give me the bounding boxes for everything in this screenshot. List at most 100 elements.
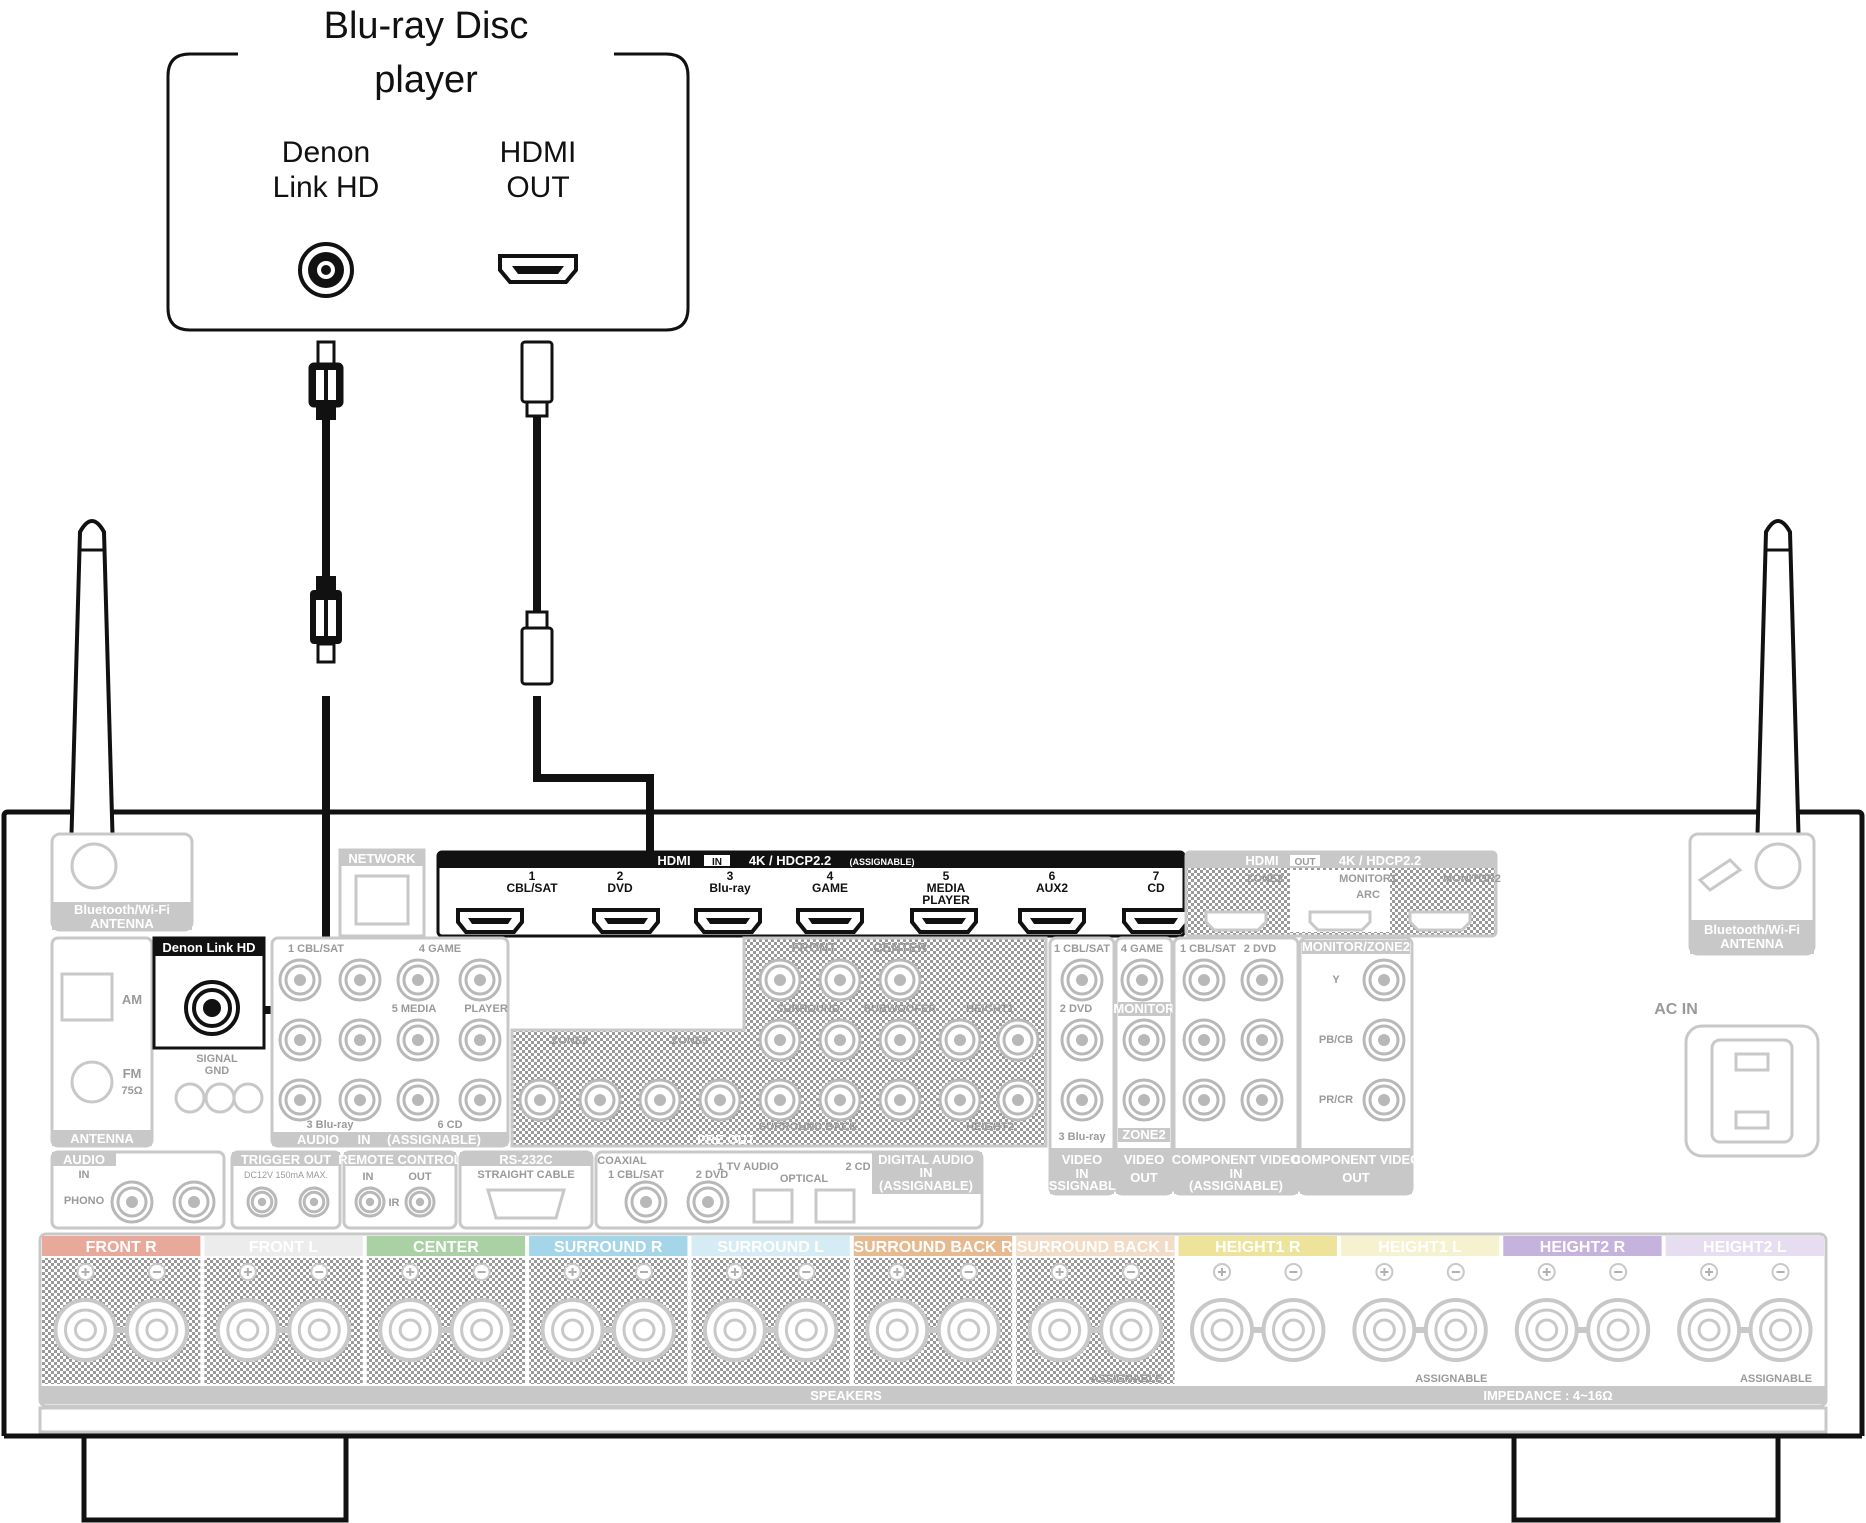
pre-out-rca-jack-icon xyxy=(996,1018,1040,1062)
audio-cd-label: 6 CD xyxy=(437,1119,462,1131)
bt-antenna-left-block: Bluetooth/Wi-Fi ANTENNA xyxy=(50,832,194,932)
component-video-block: 1 CBL/SAT 2 DVD MONITOR/ZONE2 Y PB/CB PR… xyxy=(1172,936,1421,1196)
speaker-plus-terminal-icon xyxy=(53,1263,118,1362)
pre-out-subwoofer-label: SUBWOOFER xyxy=(864,1003,937,1015)
speaker-channel-label: FRONT L xyxy=(249,1239,319,1256)
bottom-jacks xyxy=(110,1180,730,1224)
pre-out-rca-jack-icon xyxy=(818,958,862,1002)
speaker-plus-terminal-icon xyxy=(1027,1263,1092,1362)
audio-game-label: 4 GAME xyxy=(419,943,461,955)
component-rca-jack-icon xyxy=(1240,1018,1284,1062)
video-rca-jack-icon xyxy=(1120,958,1164,1002)
coax-2-jack-icon xyxy=(686,1180,730,1224)
video-out-badge: OUT xyxy=(1130,1170,1158,1185)
video-rca-jack-icon xyxy=(1060,1018,1104,1062)
component-rca-jack-icon xyxy=(1182,1078,1226,1122)
speaker-channel-label: SURROUND R xyxy=(554,1239,663,1256)
speaker-plus-terminal-icon xyxy=(702,1263,767,1362)
audio-in-assignable: (ASSIGNABLE) xyxy=(387,1132,481,1147)
trigger-out-label: TRIGGER OUT xyxy=(241,1152,331,1167)
network-port-icon xyxy=(354,874,410,926)
bt-antenna-right-label-1: Bluetooth/Wi-Fi xyxy=(1704,922,1800,937)
coax-cbl-label: 1 CBL/SAT xyxy=(608,1169,664,1181)
audio-rca-jack-icon xyxy=(278,1018,322,1062)
phono-l-jack-icon xyxy=(172,1180,216,1224)
hdmi-in-port-number: 1 xyxy=(529,869,536,883)
hdmi-in-spec: 4K / HDCP2.2 xyxy=(749,853,831,868)
pre-out-rca-jack-icon xyxy=(758,1018,802,1062)
audio-rca-jack-icon xyxy=(396,1018,440,1062)
hdmi-in-port-icon xyxy=(910,908,978,934)
audio-rca-jack-icon xyxy=(396,958,440,1002)
speaker-channel-label: CENTER xyxy=(413,1239,479,1256)
audio-rca-jack-icon xyxy=(338,1078,382,1122)
remote-out-jack-icon xyxy=(404,1186,436,1218)
optical-cd-label: 2 CD xyxy=(845,1161,870,1173)
video-cbl-sat-label: 1 CBL/SAT xyxy=(1054,943,1110,955)
hdmi-in-assignable: (ASSIGNABLE) xyxy=(850,857,915,867)
audio-rca-jack-icon xyxy=(458,958,502,1002)
network-label: NETWORK xyxy=(348,851,416,866)
component-pr-label: PR/CR xyxy=(1319,1094,1353,1106)
hdmi-in-port-name: DVD xyxy=(607,881,633,895)
receiver xyxy=(1,809,1865,1523)
fm-label: FM xyxy=(123,1066,142,1081)
ac-in-label: AC IN xyxy=(1654,1001,1698,1018)
coax-1-jack-icon xyxy=(624,1180,668,1224)
video-rca-jack-icon xyxy=(1060,958,1104,1002)
straight-cable-label: STRAIGHT CABLE xyxy=(477,1169,574,1181)
hdmi-in-badge: IN xyxy=(712,857,722,868)
hdmi-out-monitor1-port-icon xyxy=(1308,910,1372,932)
remote-out-badge: OUT xyxy=(408,1171,432,1183)
speaker-plus-terminal-icon xyxy=(540,1263,605,1362)
speaker-plus-terminal-icon xyxy=(1677,1263,1742,1362)
tv-audio-label: 1 TV AUDIO xyxy=(717,1161,779,1173)
component-out-label: COMPONENT VIDEO xyxy=(1292,1152,1421,1167)
speaker-channel-label: HEIGHT2 L xyxy=(1703,1239,1787,1256)
video-rca-jack-icon xyxy=(1122,1078,1166,1122)
hdmi-out-monitor2-port-icon xyxy=(1408,910,1472,932)
video-block: 1 CBL/SAT 4 GAME 2 DVD MONITOR 3 Blu-ray… xyxy=(1035,936,1175,1196)
coax-dvd-label: 2 DVD xyxy=(696,1169,728,1181)
bt-antenna-right-label-2: ANTENNA xyxy=(1720,936,1784,951)
speaker-minus-terminal-icon xyxy=(124,1263,189,1362)
pre-out-surround-back-label: SURROUND BACK xyxy=(759,1121,857,1133)
speaker-channel: FRONT L xyxy=(204,1236,363,1384)
video-in-label: VIDEO xyxy=(1062,1152,1102,1167)
speaker-channel: CENTER xyxy=(366,1236,526,1384)
component-rca-jack-icon xyxy=(1362,958,1406,1002)
component-in-assignable: (ASSIGNABLE) xyxy=(1189,1178,1283,1193)
pre-out-rca-jack-icon xyxy=(758,1078,802,1122)
component-cbl-sat-label: 1 CBL/SAT xyxy=(1180,943,1236,955)
hdmi-in-block: HDMI IN 4K / HDCP2.2 (ASSIGNABLE) 1CBL/S… xyxy=(436,850,1190,938)
speaker-channel-label: SURROUND BACK R xyxy=(853,1239,1013,1256)
speaker-minus-terminal-icon xyxy=(287,1263,352,1362)
audio-in-block: 1 CBL/SAT 4 GAME 5 MEDIA PLAYER 3 Blu-ra… xyxy=(270,936,510,1148)
hdmi-out-monitor2: MONITOR2 xyxy=(1443,873,1501,885)
pre-out-rca-jack-icon xyxy=(638,1078,682,1122)
pre-out-center-label: CENTER xyxy=(873,940,927,955)
speaker-channel-label: FRONT R xyxy=(86,1239,158,1256)
pre-out-rca-jack-icon xyxy=(518,1078,562,1122)
video-rca-jack-icon xyxy=(1122,1018,1166,1062)
hdmi-out-title: HDMI xyxy=(1245,853,1278,868)
component-rca-jack-icon xyxy=(1182,1018,1226,1062)
component-rca-jack-icon xyxy=(1240,958,1284,1002)
video-in-assignable: (ASSIGNABLE) xyxy=(1035,1178,1129,1193)
speaker-plus-terminal-icon xyxy=(215,1263,280,1362)
rs232c-port-icon xyxy=(486,1188,566,1220)
audio-bluray-label: 3 Blu-ray xyxy=(306,1119,354,1131)
trigger-spec-label: DC12V 150mA MAX. xyxy=(244,1170,328,1180)
hdmi-cable xyxy=(520,340,696,924)
digital-audio-in-badge: IN xyxy=(920,1165,933,1180)
hdmi-out-zone2: ZONE2 xyxy=(1247,873,1284,885)
speaker-channel: HEIGHT1 R xyxy=(1178,1236,1337,1362)
signal-gnd-label-1: SIGNAL xyxy=(196,1053,238,1065)
pre-out-jacks xyxy=(518,958,1040,1122)
speaker-plus-terminal-icon xyxy=(1190,1263,1255,1362)
fm-ohm-label: 75Ω xyxy=(121,1085,142,1097)
hdmi-out-label-line2: OUT xyxy=(506,171,569,204)
denon-link-label-line2: Link HD xyxy=(273,171,380,204)
remote-control-label: REMOTE CONTROL xyxy=(338,1152,462,1167)
